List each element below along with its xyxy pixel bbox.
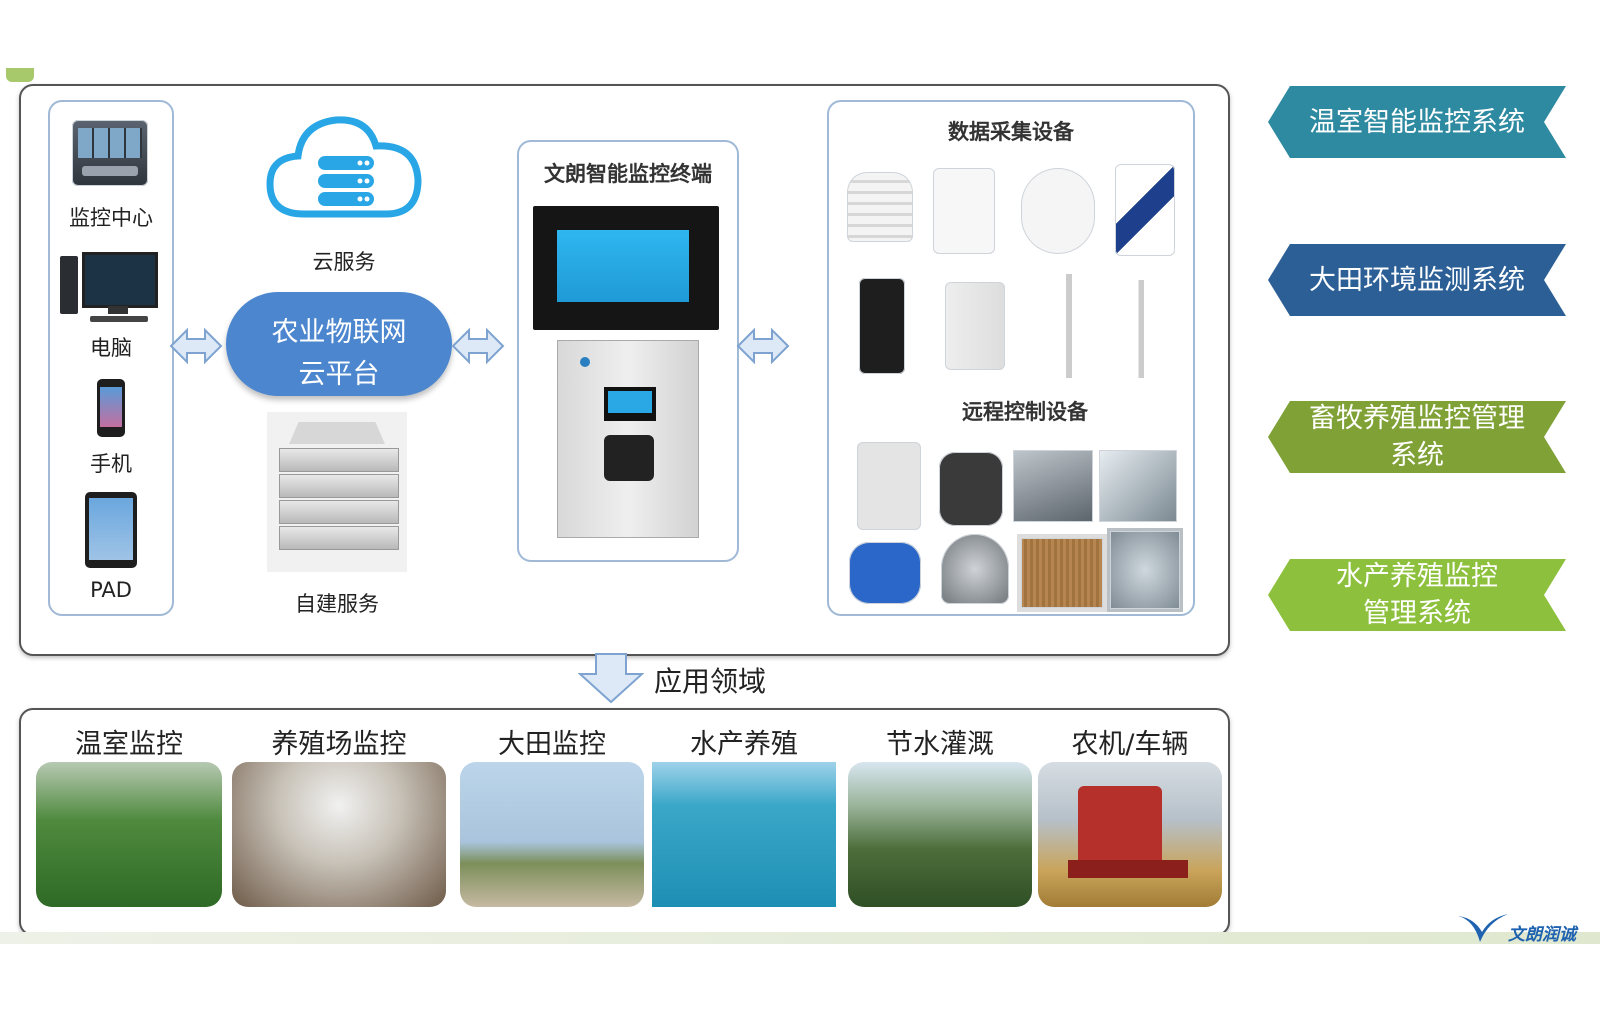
device-label-pad: PAD <box>90 578 132 602</box>
control-cabinet-icon <box>557 340 699 538</box>
application-header: 应用领域 <box>654 665 767 698</box>
greenhouse-film-icon <box>1013 450 1093 522</box>
farm-photo <box>232 762 446 907</box>
monitor-center-icon <box>72 120 148 186</box>
system-label-line2: 系统 <box>1390 440 1444 471</box>
field-devices-panel: 数据采集设备 远程控制设备 <box>827 100 1195 616</box>
device-label-computer: 电脑 <box>90 336 132 360</box>
app-label-field: 大田监控 <box>498 729 606 760</box>
device-label-monitor-center: 监控中心 <box>69 206 153 230</box>
iot-cloud-platform: 农业物联网 云平台 <box>226 292 452 396</box>
architecture-panel: 监控中心 电脑 手机 PAD 云服务 农业物 <box>19 84 1230 656</box>
valve-controller-icon <box>857 442 921 530</box>
system-aquaculture[interactable]: 水产养殖监控 管理系统 <box>1268 559 1566 631</box>
platform-line1: 农业物联网 <box>271 317 407 348</box>
brand-name: 文朗润诚 <box>1508 925 1576 945</box>
touchscreen-icon <box>533 206 719 330</box>
machinery-photo <box>1038 762 1222 907</box>
radiation-shield-sensor-icon <box>847 172 913 242</box>
cloud-service-label: 云服务 <box>312 250 376 274</box>
system-livestock[interactable]: 畜牧养殖监控管理 系统 <box>1268 401 1566 473</box>
system-greenhouse[interactable]: 温室智能监控系统 <box>1268 86 1566 158</box>
server-rack-icon <box>267 412 407 572</box>
double-arrow-icon-1 <box>169 327 223 365</box>
weather-station-icon <box>859 278 905 374</box>
exhaust-fan-icon <box>1107 528 1183 612</box>
irrigation-photo <box>848 762 1032 907</box>
aquaculture-photo <box>652 762 836 907</box>
dome-camera-icon <box>1021 168 1095 254</box>
corner-tab <box>6 68 34 82</box>
transmitter-box-icon <box>933 168 995 254</box>
brand-logo-icon <box>1458 914 1508 942</box>
device-label-phone: 手机 <box>90 452 132 476</box>
app-label-irrigation: 节水灌溉 <box>886 729 994 760</box>
system-label-line1: 水产养殖监控 <box>1336 561 1498 592</box>
terminal-title: 文朗智能监控终端 <box>544 162 712 186</box>
system-label-line1: 畜牧养殖监控管理 <box>1309 403 1525 434</box>
system-label-line2: 管理系统 <box>1363 598 1471 629</box>
footer-strip <box>0 932 1600 944</box>
system-label: 大田环境监测系统 <box>1309 264 1525 296</box>
motor-icon <box>849 542 921 604</box>
app-label-farm: 养殖场监控 <box>271 729 407 760</box>
fill-light-icon <box>941 534 1009 604</box>
app-label-aquaculture: 水产养殖 <box>690 729 798 760</box>
system-label: 温室智能监控系统 <box>1309 106 1525 138</box>
tablet-icon <box>85 492 137 568</box>
app-label-greenhouse: 温室监控 <box>75 729 183 760</box>
soil-probe-icon <box>1115 164 1175 256</box>
solar-pole-icon <box>1043 274 1095 378</box>
data-collection-title: 数据采集设备 <box>948 120 1074 144</box>
double-arrow-icon-3 <box>736 327 790 365</box>
solenoid-valve-icon <box>939 452 1003 526</box>
platform-line2: 云平台 <box>298 359 380 390</box>
solar-monitor-pole-icon <box>1121 280 1179 378</box>
greenhouse-frame-icon <box>1099 450 1177 522</box>
terminal-panel: 文朗智能监控终端 <box>517 140 739 562</box>
monitoring-cabinet-icon <box>945 282 1005 370</box>
phone-icon <box>97 379 125 437</box>
app-label-machinery: 农机/车辆 <box>1071 729 1189 760</box>
field-photo <box>460 762 644 907</box>
system-field-environment[interactable]: 大田环境监测系统 <box>1268 244 1566 316</box>
greenhouse-photo <box>36 762 222 907</box>
client-devices-panel: 监控中心 电脑 手机 PAD <box>48 100 174 616</box>
down-arrow-icon <box>578 653 644 704</box>
remote-control-title: 远程控制设备 <box>962 400 1088 424</box>
self-built-service-label: 自建服务 <box>295 592 379 616</box>
double-arrow-icon-2 <box>451 327 505 365</box>
computer-icon <box>60 252 158 324</box>
wet-curtain-icon <box>1017 534 1107 612</box>
cloud-server-icon <box>266 116 422 218</box>
